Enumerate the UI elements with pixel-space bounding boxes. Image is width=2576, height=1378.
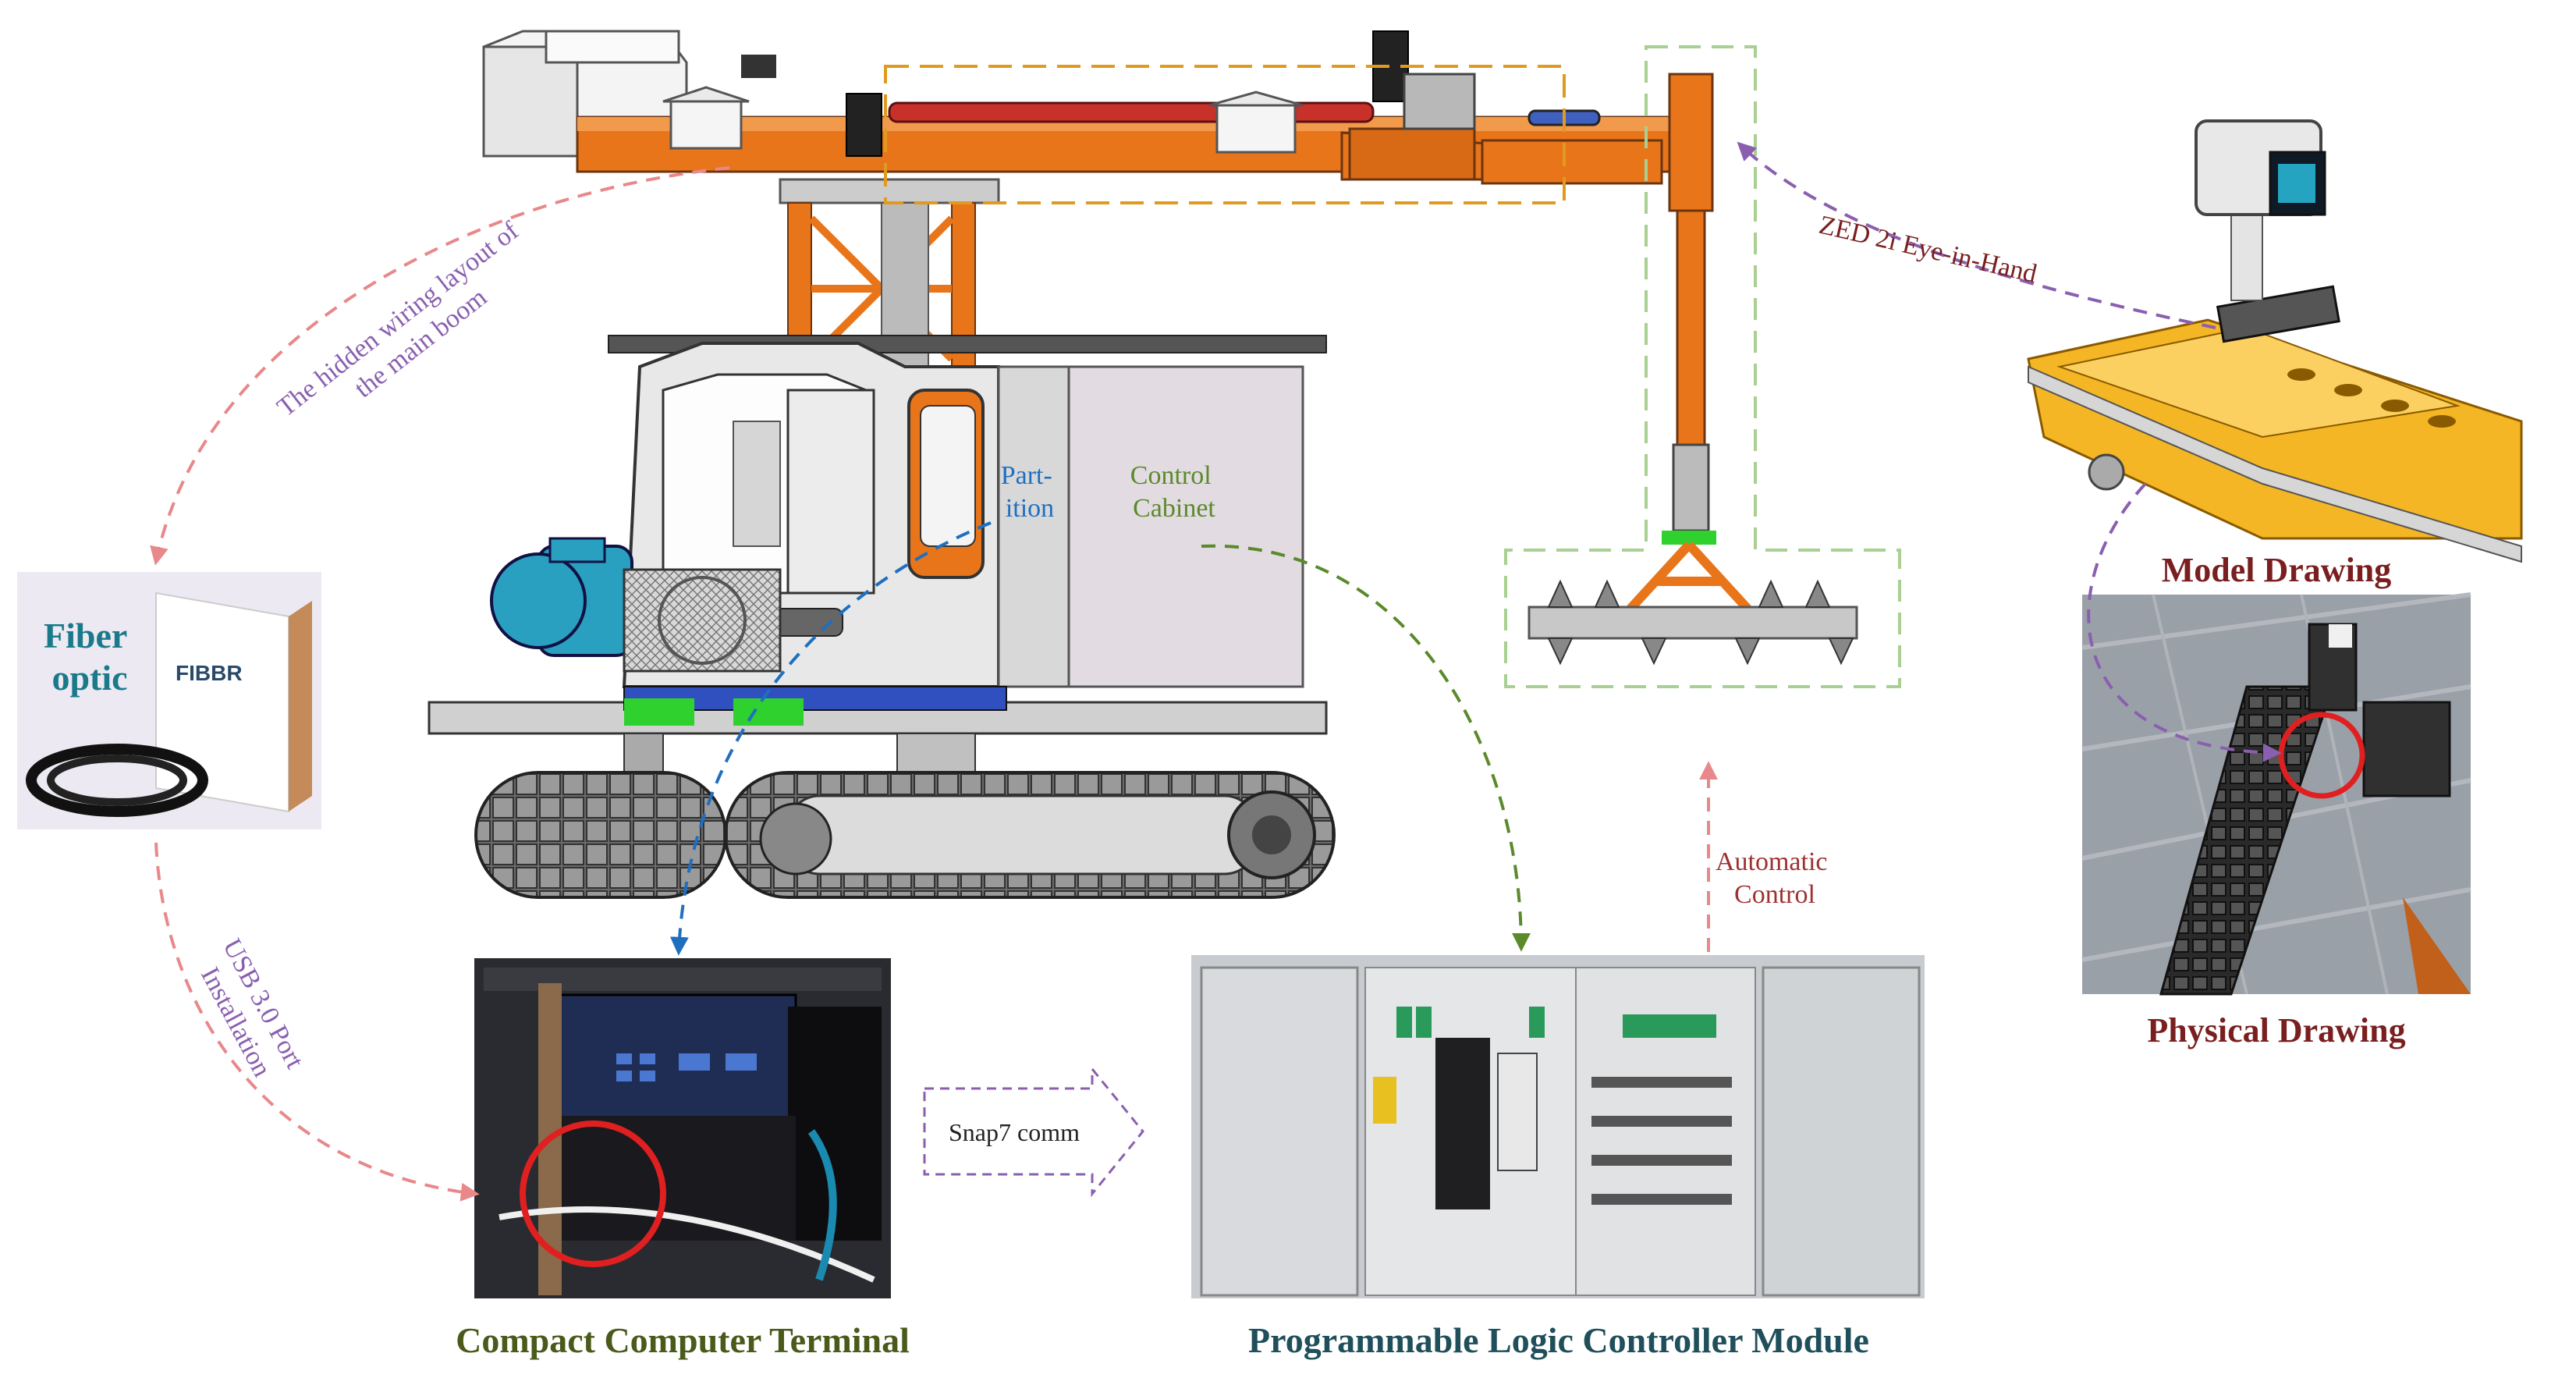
physical-drawing — [2081, 592, 2471, 996]
control-cabinet-label: Control Cabinet — [1130, 461, 1218, 523]
zed-camera-arrow — [1737, 141, 2216, 329]
zed-camera-label: ZED 2i Eye-in-Hand — [1816, 211, 2039, 289]
crawler-tracks — [474, 771, 1336, 899]
computer-terminal-label: Compact Computer Terminal — [456, 1320, 910, 1360]
winch-motor — [490, 537, 782, 673]
control-cabinet-arrow — [1201, 544, 1531, 952]
fiber-optic-photo: FIBBR Fiber optic — [17, 572, 321, 829]
boom-highlight-box — [884, 65, 1566, 204]
boom-wiring-label: The hidden wiring layout of the main boo… — [271, 212, 549, 448]
model-drawing-label: Model Drawing — [2162, 551, 2392, 589]
fibbr-brand: FIBBR — [176, 661, 243, 685]
model-drawing — [2027, 119, 2523, 563]
model-to-physical-arrow — [2087, 482, 2282, 762]
automatic-control-label: Automatic Control — [1716, 847, 1834, 909]
snap7-label: Snap7 comm — [949, 1118, 1080, 1146]
physical-drawing-label: Physical Drawing — [2147, 1011, 2405, 1049]
plc-module-label: Programmable Logic Controller Module — [1248, 1320, 1869, 1360]
cabinet-enclosure — [997, 365, 1304, 688]
main-boom — [576, 30, 1694, 185]
arm-highlight-box — [1504, 45, 1901, 688]
vertical-arm — [1528, 73, 1858, 640]
machine-illustration — [428, 30, 1694, 899]
snap7-arrow — [923, 1065, 1144, 1198]
computer-terminal-photo — [474, 958, 891, 1298]
usb-installation-label: USB 3.0 Port Installation — [188, 934, 312, 1095]
rear-housing — [482, 30, 688, 158]
fiber-optic-label: Fiber optic — [44, 616, 136, 698]
usb-installation-arrow — [154, 842, 480, 1202]
partition-label: Part- ition — [1001, 461, 1059, 523]
plc-photo — [1191, 955, 1925, 1298]
rake-teeth — [1547, 579, 1854, 666]
boom-wiring-arrow — [150, 166, 730, 566]
